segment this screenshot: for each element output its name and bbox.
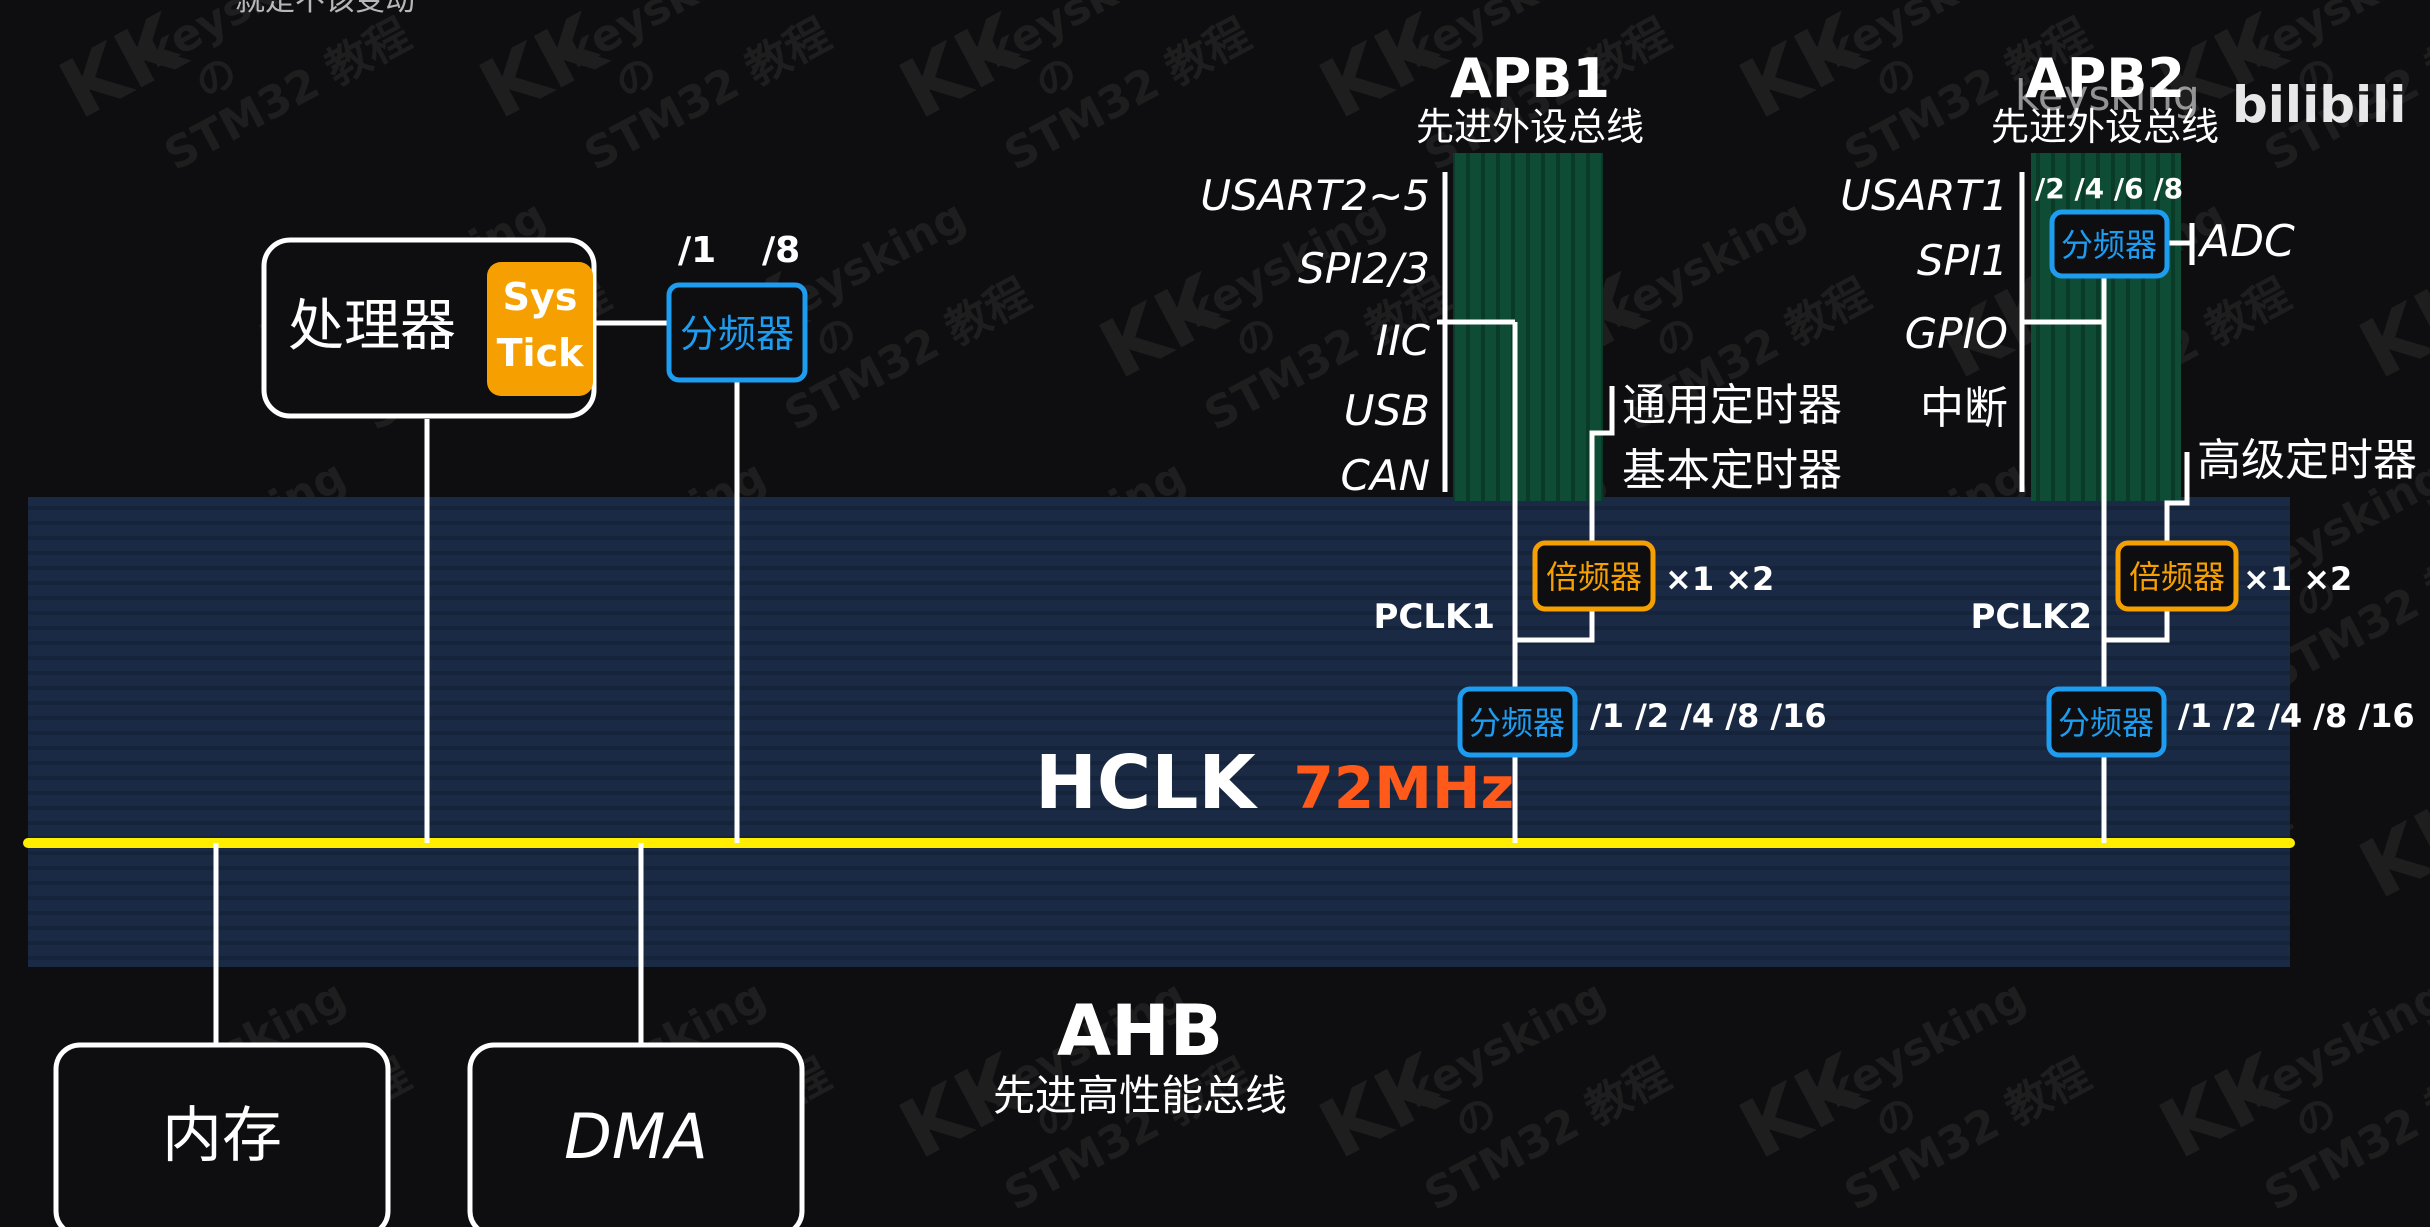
- apb1-peripheral-1: SPI2/3: [1298, 244, 1430, 293]
- connector-lines: [213, 172, 2195, 1045]
- bilibili-logo: bilibili: [2232, 76, 2406, 134]
- apb1-prescaler-label: 分频器: [1469, 704, 1565, 742]
- apb1-prescaler-options: /1 /2 /4 /8 /16: [1590, 697, 1827, 735]
- watermark-text: KK: [2345, 255, 2430, 397]
- apb2-peripheral-2: GPIO: [1905, 309, 2008, 358]
- apb1-peripheral-0: USART2~5: [1200, 171, 1430, 220]
- dma-label: DMA: [564, 1100, 708, 1173]
- hclk-text: HCLK: [1035, 740, 1258, 826]
- systick-div1: /1: [678, 230, 716, 271]
- apb2-section: APB2 先进外设总线 USART1 SPI1 GPIO 中断 /2 /4 /6…: [1840, 47, 2417, 758]
- ahb-subtitle: 先进高性能总线: [993, 1071, 1287, 1120]
- watermark-text: KK: [2345, 775, 2430, 917]
- apb1-section: APB1 先进外设总线 USART2~5 SPI2/3 IIC USB CAN …: [1200, 47, 1842, 758]
- ahb-bus-band: [28, 497, 2290, 967]
- ahb-title: AHB: [1057, 990, 1223, 1072]
- memory-box: [53, 1042, 391, 1227]
- apb2-title: APB2: [2025, 47, 2185, 110]
- systick-box: [487, 262, 593, 396]
- hclk-frequency: 72MHz: [1294, 754, 1515, 822]
- apb2-peripheral-0: USART1: [1840, 171, 2008, 220]
- systick-line1: Sys: [503, 275, 578, 319]
- apb1-pclk-label: PCLK1: [1373, 597, 1495, 637]
- apb2-peripheral-1: SPI1: [1917, 236, 2008, 285]
- apb2-adc-prescaler-label: 分频器: [2061, 226, 2157, 264]
- apb1-peripheral-4: CAN: [1341, 451, 1430, 500]
- caption-top: 就是不该变动: [235, 0, 415, 18]
- systick-line2: Tick: [497, 331, 584, 375]
- apb2-adc-prescaler-box: [2049, 209, 2170, 279]
- apb2-prescaler-options: /1 /2 /4 /8 /16: [2178, 697, 2415, 735]
- memory-label: 内存: [162, 1101, 282, 1171]
- apb1-timer-general: 通用定时器: [1622, 380, 1842, 431]
- apb1-peripheral-3: USB: [1344, 386, 1430, 435]
- apb2-pclk-label: PCLK2: [1970, 597, 2092, 637]
- apb1-multiplier-options: ×1 ×2: [1665, 560, 1774, 598]
- apb2-multiplier-options: ×1 ×2: [2243, 560, 2352, 598]
- systick-prescaler-box: [666, 282, 808, 383]
- systick-div8: /8: [762, 230, 800, 271]
- apb1-bus-band: [1453, 153, 1603, 501]
- processor-label: 处理器: [288, 294, 456, 359]
- dma-box: [467, 1042, 805, 1227]
- apb1-subtitle: 先进外设总线: [1416, 105, 1644, 149]
- apb2-peripheral-3: 中断: [1920, 383, 2008, 434]
- apb1-title: APB1: [1450, 47, 1610, 110]
- systick-prescaler: /1 /8 分频器: [666, 230, 808, 383]
- apb2-adc-divider-options: /2 /4 /6 /8: [2035, 172, 2183, 205]
- watermark-text: keysking: [2236, 970, 2430, 1118]
- systick-prescaler-label: 分频器: [680, 312, 794, 356]
- apb2-multiplier-label: 倍频器: [2129, 558, 2225, 596]
- channel-watermark: keysking: [2015, 71, 2200, 120]
- dma-block: DMA: [467, 1042, 805, 1227]
- processor-block: 处理器 Sys Tick: [261, 237, 597, 419]
- memory-block: 内存: [53, 1042, 391, 1227]
- apb1-peripheral-2: IIC: [1376, 316, 1431, 365]
- apb1-prescaler-box: [1457, 686, 1578, 758]
- apb2-prescaler-label: 分频器: [2058, 704, 2154, 742]
- hclk-label: HCLK 72MHz: [1035, 740, 1514, 826]
- apb2-subtitle: 先进外设总线: [1991, 105, 2219, 149]
- apb2-timer-advanced: 高级定时器: [2197, 435, 2417, 486]
- apb2-adc-label: ADC: [2197, 216, 2295, 267]
- apb2-multiplier-box: [2115, 540, 2239, 612]
- apb2-prescaler-box: [2046, 686, 2167, 758]
- apb1-timer-basic: 基本定时器: [1622, 445, 1842, 496]
- apb1-multiplier-box: [1532, 540, 1656, 612]
- apb1-multiplier-label: 倍频器: [1546, 558, 1642, 596]
